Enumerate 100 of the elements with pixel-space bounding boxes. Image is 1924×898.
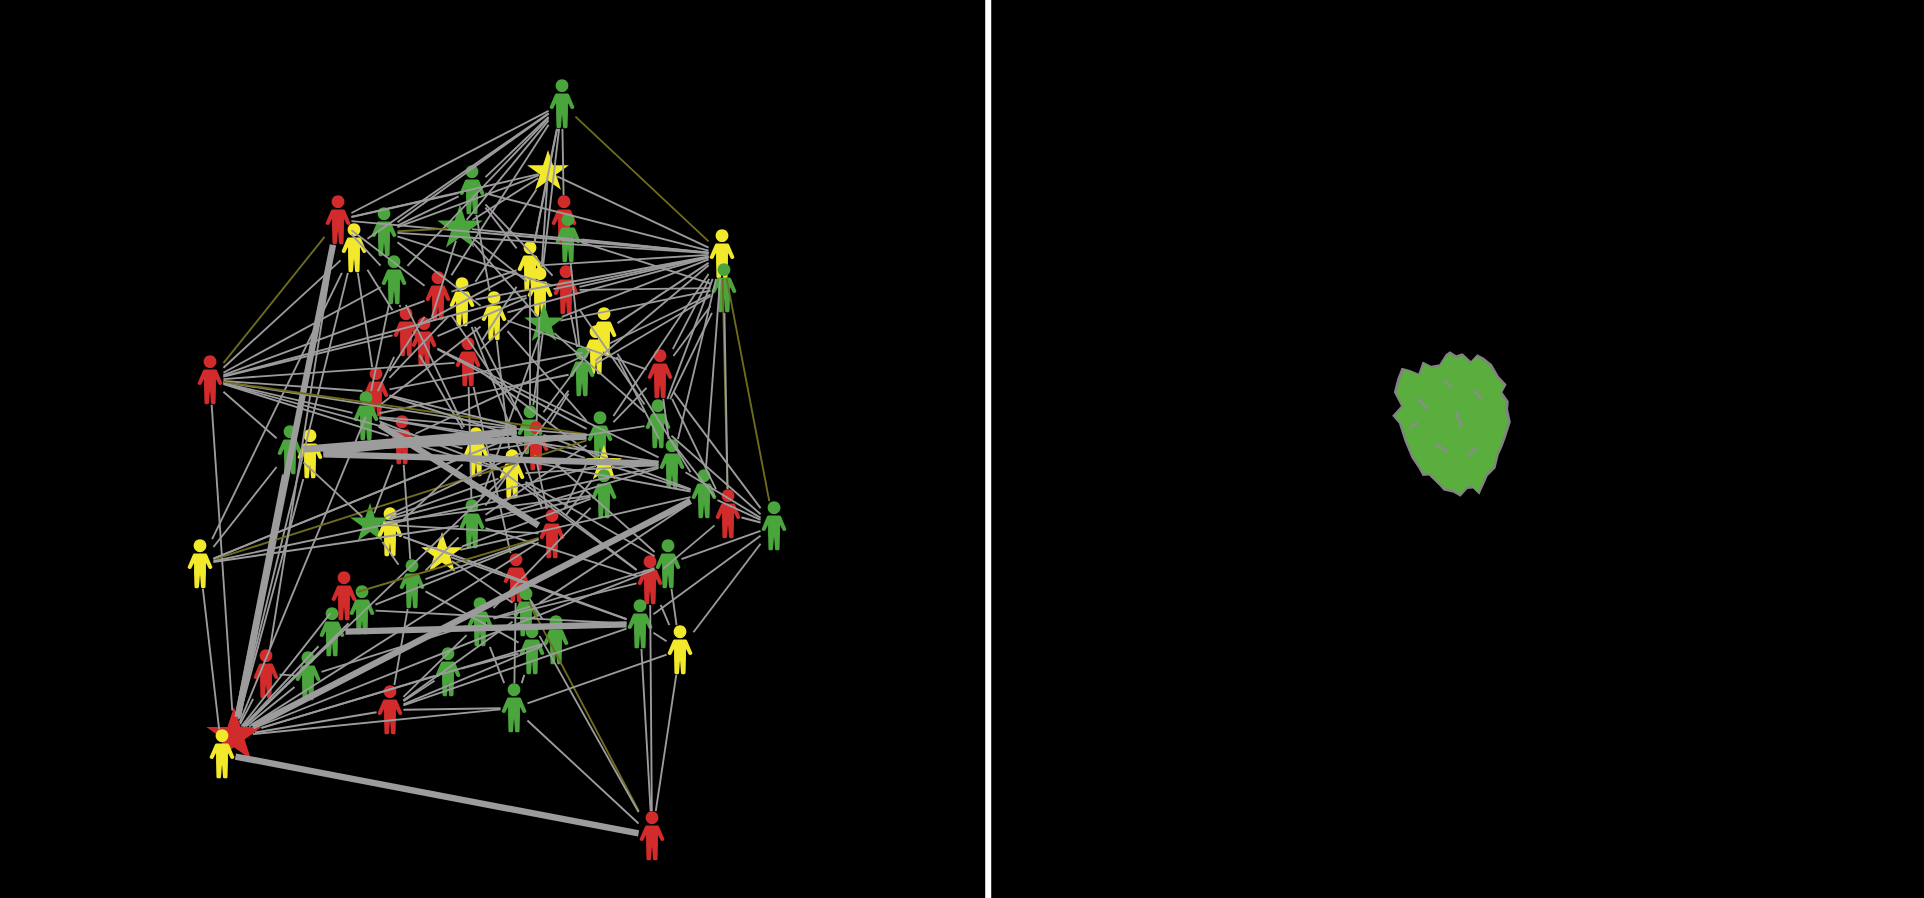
link-line <box>684 471 762 519</box>
link-line <box>449 556 628 621</box>
link-line <box>578 287 712 291</box>
link-line <box>692 542 762 634</box>
star-icon <box>527 150 569 190</box>
link-line <box>260 675 436 729</box>
link-line <box>388 315 450 379</box>
link-line <box>553 332 646 414</box>
link-line <box>388 395 586 459</box>
link-line <box>561 127 565 197</box>
link-line <box>542 127 561 269</box>
link-line <box>470 325 544 511</box>
link-line <box>488 645 506 685</box>
link-line <box>350 233 382 267</box>
link-line <box>556 175 710 249</box>
link-line <box>402 627 628 707</box>
link-line <box>740 516 762 524</box>
link-line <box>345 621 627 635</box>
link-line <box>670 587 678 627</box>
link-line <box>612 273 710 417</box>
link-line <box>418 354 464 430</box>
link-line <box>484 444 588 516</box>
link-line <box>578 308 646 406</box>
link-line <box>244 685 296 728</box>
link-line <box>669 311 713 401</box>
link-line <box>222 235 326 365</box>
link-line <box>484 496 592 522</box>
link-line <box>484 206 518 250</box>
link-line <box>488 425 646 451</box>
link-line <box>492 582 638 620</box>
link-line <box>465 119 550 221</box>
link-line <box>484 467 660 521</box>
link-line <box>242 645 320 728</box>
link-line <box>716 499 762 521</box>
person-icon <box>371 207 397 257</box>
link-line <box>652 534 762 616</box>
link-line <box>350 229 426 287</box>
link-line <box>460 652 520 670</box>
link-line <box>251 498 693 730</box>
person-icon <box>569 347 595 397</box>
link-line <box>671 277 711 351</box>
link-line <box>680 529 762 561</box>
link-line <box>532 332 544 407</box>
link-line <box>488 460 638 572</box>
link-line <box>424 590 520 644</box>
link-line <box>350 173 540 218</box>
person-icon <box>325 195 351 245</box>
link-line <box>381 540 400 566</box>
link-line <box>528 601 640 813</box>
link-line <box>459 496 692 551</box>
person-icon <box>381 255 407 305</box>
link-line <box>374 538 540 606</box>
link-line <box>723 311 729 491</box>
person-icon <box>711 263 737 313</box>
link-line <box>212 525 460 563</box>
link-line <box>704 277 722 471</box>
person-icon <box>761 501 787 551</box>
person-icon <box>449 277 475 327</box>
link-line <box>662 397 670 441</box>
link-line <box>672 305 712 357</box>
link-line <box>671 397 717 491</box>
link-line <box>492 506 592 610</box>
person-icon <box>295 651 321 701</box>
link-line <box>389 477 500 518</box>
person-icon <box>411 317 437 367</box>
link-line <box>254 711 378 734</box>
person-icon <box>277 425 303 475</box>
link-line <box>248 541 540 728</box>
link-line <box>659 603 671 627</box>
link-line <box>402 463 412 561</box>
link-line <box>472 385 512 555</box>
person-icon <box>553 265 579 315</box>
person-icon <box>253 649 279 699</box>
link-line <box>672 390 762 510</box>
person-icon <box>549 79 575 129</box>
network-drawing <box>1392 351 1511 497</box>
link-line <box>402 620 514 702</box>
link-line <box>670 434 762 516</box>
link-line <box>251 708 502 736</box>
link-line <box>210 403 234 712</box>
link-line <box>436 296 528 338</box>
person-icon <box>523 421 549 471</box>
person-icon <box>555 213 581 263</box>
link-line <box>666 277 714 401</box>
person-icon <box>591 469 617 519</box>
link-line <box>388 315 426 373</box>
link-line <box>222 390 278 440</box>
person-icon <box>425 271 451 321</box>
link-line <box>506 256 710 314</box>
person-icon <box>393 307 419 357</box>
link-line <box>610 465 692 491</box>
link-line <box>563 459 589 511</box>
link-line <box>451 559 514 604</box>
link-line <box>450 123 550 277</box>
link-line <box>513 601 517 685</box>
link-line <box>484 203 554 277</box>
person-icon <box>399 559 425 609</box>
person-icon <box>377 685 403 735</box>
link-line <box>524 483 638 571</box>
link-line <box>402 644 544 706</box>
